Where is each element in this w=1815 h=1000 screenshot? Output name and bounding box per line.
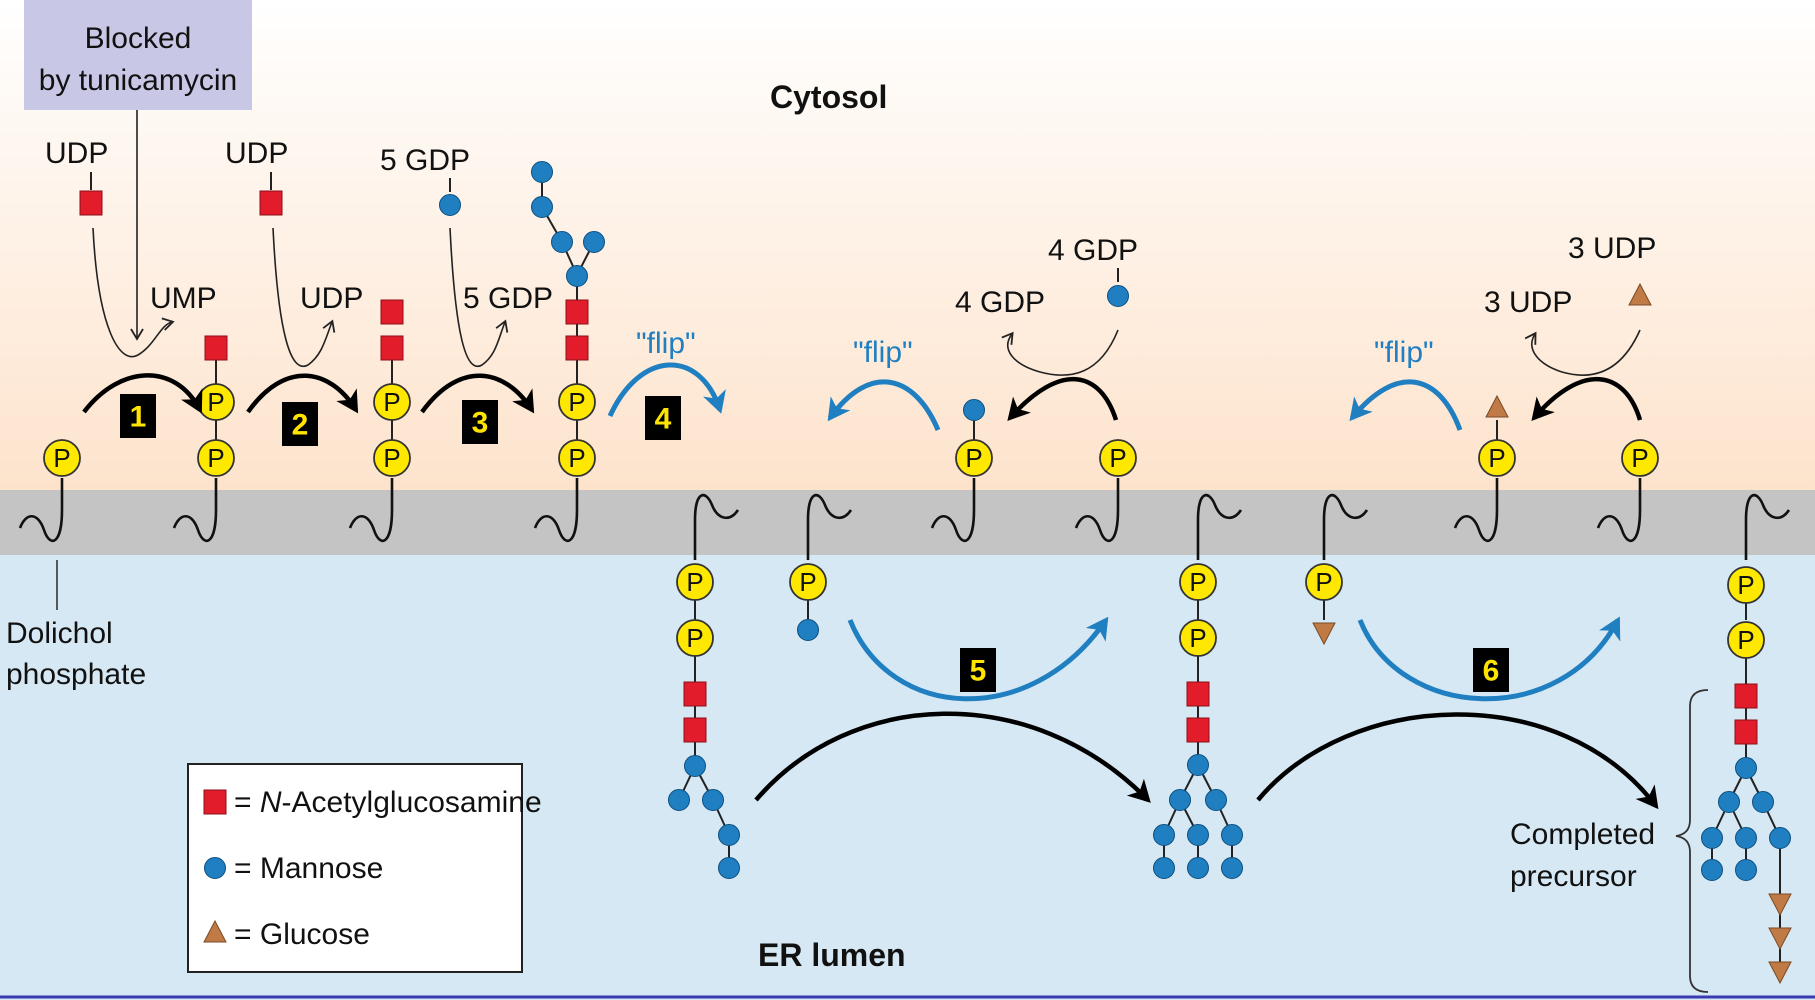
step2-product-label: UDP (300, 282, 363, 315)
cytosol-region (0, 0, 1815, 490)
svg-text:1: 1 (130, 401, 147, 434)
lumen-pp-glcnac2-man5: P P (668, 493, 740, 879)
svg-text:5: 5 (970, 655, 987, 688)
svg-text:3: 3 (472, 407, 489, 440)
mannose-transfer-arrow (1001, 329, 1119, 376)
svg-text:2: 2 (292, 409, 309, 442)
step6-glucose-flow-arrow (1357, 616, 1621, 702)
step1-glcnac-symbol (79, 190, 103, 216)
lumen-pp-glcnac2-man9: P P (1153, 493, 1243, 879)
glucose-transfer-arrow (1524, 329, 1641, 376)
tunicamycin-line1: Blocked (85, 22, 192, 55)
svg-text:P: P (1109, 443, 1126, 473)
dolichol-phosphate-2: P (1074, 439, 1137, 542)
mannose-donor-symbol (1107, 285, 1129, 307)
step-badge-6: 6 (1473, 648, 1509, 692)
dolichol-phosphate-1: P (18, 439, 81, 542)
svg-text:P: P (53, 443, 70, 473)
dolichol-p-glucose-cytosol: P (1453, 395, 1516, 542)
precursor-brace (1675, 689, 1709, 993)
dolichol-line2: phosphate (6, 658, 146, 691)
completed-precursor-line2: precursor (1510, 860, 1637, 893)
step3-transfer-arrow (449, 227, 509, 368)
step2-glcnac-symbol (259, 190, 283, 216)
step2-transfer-arrow (272, 227, 336, 368)
step1-donor-label: UDP (45, 137, 108, 170)
dolichol-phosphate-3: P (1596, 439, 1659, 542)
step5-mannose-flow-arrow (847, 616, 1109, 702)
step6-reaction-arrow (1256, 712, 1659, 810)
svg-text:P: P (383, 387, 400, 417)
dolichol-p-mannose-cytosol: P (930, 399, 993, 542)
dolichol-pp-glcnac2: P P (348, 299, 411, 542)
svg-text:P: P (1189, 623, 1206, 653)
legend-glcnac-label: = N-Acetylglucosamine (234, 786, 542, 819)
flip-label-4: "flip" (636, 327, 696, 360)
tunicamycin-line2: by tunicamycin (39, 64, 237, 97)
svg-text:P: P (799, 567, 816, 597)
flip-arrow-mannose (827, 379, 941, 431)
svg-text:P: P (686, 567, 703, 597)
step2-reaction-arrow (246, 373, 359, 414)
mannose-product-label: 4 GDP (955, 286, 1045, 319)
er-membrane (0, 490, 1815, 555)
step1-reaction-arrow (82, 373, 203, 414)
step3-donor-label: 5 GDP (380, 144, 470, 177)
glucose-reaction-arrow (1531, 377, 1643, 422)
svg-text:P: P (965, 443, 982, 473)
step1-transfer-arrow (92, 227, 175, 358)
svg-text:P: P (207, 387, 224, 417)
step-badge-3: 3 (462, 400, 498, 444)
legend: = N-Acetylglucosamine = Mannose = Glucos… (187, 763, 542, 973)
svg-text:P: P (568, 387, 585, 417)
step-badge-5: 5 (960, 648, 996, 692)
legend-glcnac-symbol (203, 789, 227, 815)
flip-label-mannose: "flip" (853, 336, 913, 369)
step3-mannose-symbol (439, 194, 461, 216)
tunicamycin-box: Blocked by tunicamycin (24, 0, 252, 110)
step3-product-label: 5 GDP (463, 282, 553, 315)
lumen-dolichol-p-glucose: P (1305, 493, 1369, 645)
flip-arrow-4 (607, 362, 726, 418)
legend-mannose-label: = Mannose (234, 852, 383, 885)
flip-label-glucose: "flip" (1374, 336, 1434, 369)
svg-text:P: P (1631, 443, 1648, 473)
mannose-reaction-arrow (1007, 376, 1119, 421)
legend-mannose-symbol (204, 857, 226, 879)
svg-text:P: P (1315, 567, 1332, 597)
step-badge-4: 4 (645, 396, 681, 440)
dolichol-line1: Dolichol (6, 617, 113, 650)
svg-text:P: P (1189, 567, 1206, 597)
svg-text:P: P (1488, 443, 1505, 473)
mannose-donor-label: 4 GDP (1048, 234, 1138, 267)
svg-text:P: P (568, 443, 585, 473)
lumen-dolichol-p-mannose: P (789, 493, 853, 641)
dolichol-pp-glcnac: P P (172, 335, 235, 542)
svg-text:6: 6 (1483, 655, 1500, 688)
dolichol-pp-glcnac2-man5: P P (531, 161, 605, 542)
svg-text:P: P (207, 443, 224, 473)
svg-text:P: P (383, 443, 400, 473)
flip-arrow-glucose (1349, 379, 1463, 431)
step1-product-label: UMP (150, 282, 217, 315)
glucose-product-label: 3 UDP (1484, 286, 1572, 319)
completed-precursor-line1: Completed (1510, 818, 1655, 851)
svg-text:P: P (1737, 625, 1754, 655)
completed-precursor-molecule: P P (1701, 493, 1792, 984)
cytosol-label: Cytosol (770, 79, 887, 115)
step3-reaction-arrow (420, 373, 535, 414)
svg-text:P: P (686, 623, 703, 653)
legend-glucose-label: = Glucose (234, 918, 370, 951)
glucose-donor-label: 3 UDP (1568, 232, 1656, 265)
step2-donor-label: UDP (225, 137, 288, 170)
step-badge-2: 2 (282, 402, 318, 446)
step5-reaction-arrow (754, 711, 1151, 803)
er-lumen-label: ER lumen (758, 937, 906, 973)
svg-text:P: P (1737, 570, 1754, 600)
step-badge-1: 1 (120, 394, 156, 438)
svg-text:4: 4 (655, 403, 672, 436)
